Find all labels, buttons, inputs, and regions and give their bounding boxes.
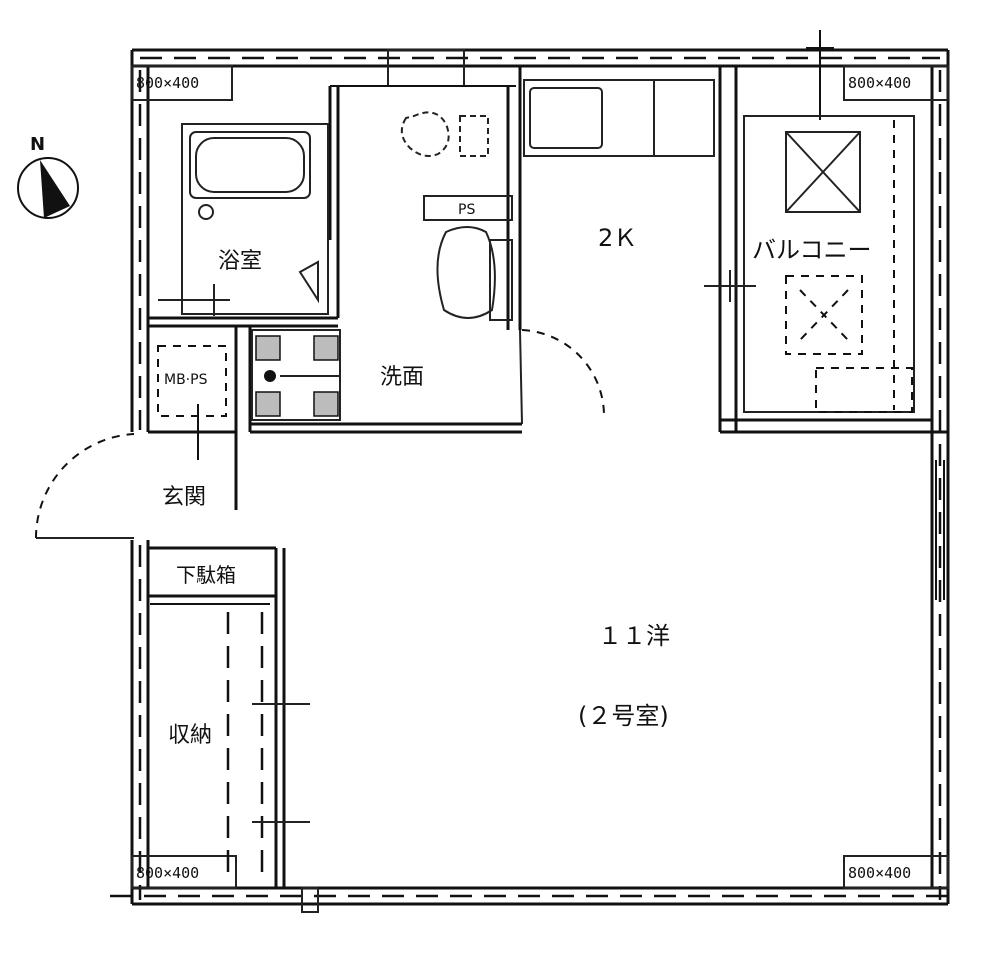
bathroom [158, 123, 329, 316]
room-label-balcony: バルコニー [752, 236, 872, 264]
room-label-washroom: 洗面 [380, 365, 424, 390]
structural-columns: 800×400 800×400 800×400 800×400 [131, 65, 949, 889]
north-arrow-icon: N [17, 134, 79, 219]
washroom-fixtures: PS [251, 111, 513, 421]
column-label-top-right: 800×400 [848, 74, 911, 92]
column-label-bottom-left: 800×400 [136, 864, 199, 882]
storage-closet [226, 612, 310, 880]
balcony [704, 115, 915, 413]
bottom-door-marker [301, 887, 319, 913]
outer-walls [110, 48, 960, 906]
north-label: N [30, 134, 45, 155]
unit-label: (２号室) [578, 702, 669, 730]
interior-walls [148, 66, 948, 888]
column-label-top-left: 800×400 [136, 74, 199, 92]
room-label-storage: 収納 [168, 723, 212, 748]
shoe-box-label: 下駄箱 [176, 563, 236, 587]
room-label-bath: 浴室 [218, 249, 262, 274]
ps-label: PS [458, 202, 475, 218]
column-label-bottom-right: 800×400 [848, 864, 911, 882]
room-label-kitchen: 2Ｋ [598, 224, 637, 252]
room-label-western: １１洋 [598, 622, 670, 650]
top-openings [387, 30, 834, 120]
kitchen-counter [523, 79, 715, 157]
room-label-entrance: 玄関 [162, 485, 206, 510]
door-swings [34, 329, 606, 539]
mb-ps-label: MB·PS [164, 372, 208, 388]
mb-ps-box [157, 345, 227, 460]
